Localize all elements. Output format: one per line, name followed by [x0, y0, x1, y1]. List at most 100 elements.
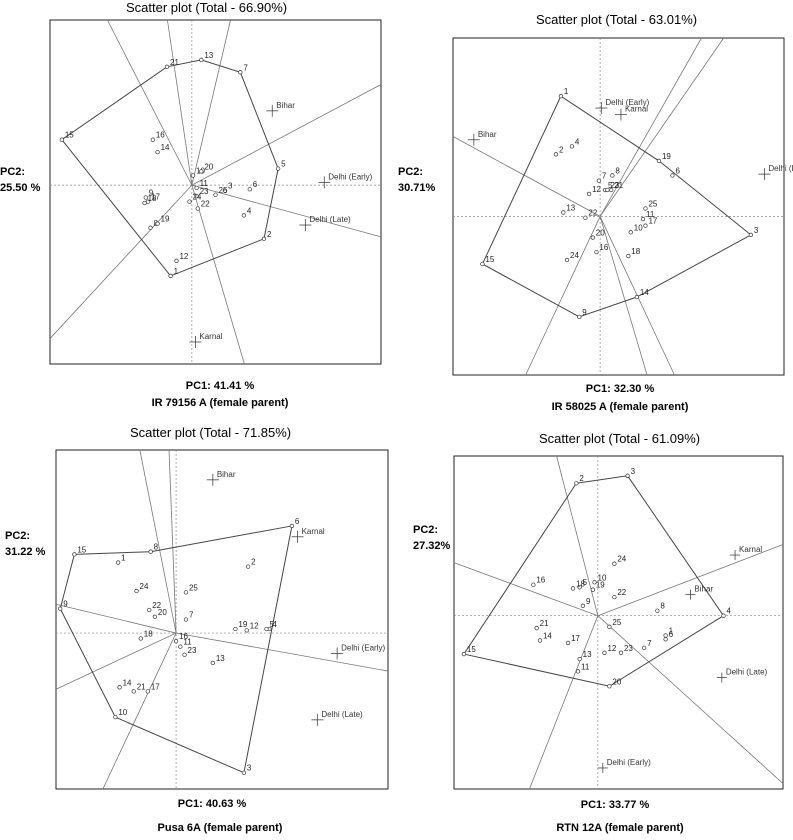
genotype-point	[575, 669, 581, 674]
genotype-label: 4	[247, 206, 252, 215]
genotype-label: 3	[247, 764, 252, 773]
genotype-label: 20	[158, 608, 167, 617]
genotype-label: 11	[183, 638, 192, 647]
genotype-label: 23	[624, 644, 633, 653]
genotype-label: 9	[586, 597, 591, 606]
genotype-label: 18	[148, 194, 157, 203]
genotype-label: 6	[253, 180, 258, 189]
genotype-label: 5	[270, 620, 275, 629]
genotype-label: 21	[540, 619, 549, 628]
genotype-point	[577, 314, 582, 320]
genotype-point	[182, 652, 187, 657]
polygon-hull	[463, 475, 725, 687]
sector-ray	[55, 603, 177, 634]
genotype-point	[602, 650, 607, 655]
genotype-point	[148, 225, 153, 230]
genotype-label: 14	[543, 631, 552, 640]
genotype-label: 11	[646, 210, 655, 219]
genotype-label: 12	[179, 252, 188, 261]
chart-title: Scatter plot (Total - 61.09%)	[539, 431, 701, 446]
genotype-label: 5	[583, 578, 588, 587]
genotype-point	[194, 193, 199, 199]
genotype-point	[641, 645, 647, 651]
genotype-point	[590, 587, 596, 592]
genotype-point	[138, 636, 143, 641]
genotype-point	[233, 626, 238, 632]
genotype-point	[155, 149, 160, 155]
genotype-point	[194, 185, 199, 191]
genotype-point	[173, 639, 179, 644]
genotype-label: 22	[152, 601, 161, 610]
genotype-point	[116, 560, 121, 565]
genotype-point	[607, 684, 612, 689]
genotype-label: 13	[204, 51, 213, 60]
sector-ray	[453, 562, 598, 617]
genotype-label: 22	[588, 209, 597, 218]
genotype-point	[134, 588, 139, 594]
genotype-label: 13	[566, 203, 575, 212]
y-axis-label: PC2: 30.71%	[398, 164, 435, 196]
environment-label: Delhi (Late)	[309, 215, 351, 224]
genotype-point	[199, 57, 204, 63]
genotype-label: 24	[570, 251, 579, 260]
x-axis-label: PC1: 32.30 %	[585, 383, 655, 395]
sector-ray	[167, 19, 193, 186]
genotype-point	[174, 258, 179, 263]
sector-ray	[55, 632, 177, 690]
genotype-label: 3	[754, 226, 759, 235]
genotype-point	[289, 523, 295, 529]
genotype-point	[241, 770, 247, 775]
y-axis-label: PC2: 31.22 %	[5, 528, 45, 560]
genotype-point	[113, 714, 118, 720]
plot-frame	[453, 455, 784, 790]
environment-label: Bihar	[217, 470, 236, 479]
genotype-point	[145, 689, 150, 694]
genotype-label: 22	[617, 588, 626, 597]
genotype-label: 25	[219, 186, 228, 195]
genotype-point	[143, 195, 148, 200]
environment-label: Bihar	[694, 585, 713, 594]
genotype-label: 24	[140, 582, 149, 591]
genotype-label: 10	[118, 708, 127, 717]
y-axis-label-value: 31.22 %	[5, 546, 46, 558]
environment-label: Delhi (Late)	[768, 164, 793, 173]
environment-label: Karnal	[302, 527, 325, 536]
genotype-point	[537, 638, 543, 643]
genotype-point	[59, 137, 64, 142]
environment-label: Delhi (Late)	[321, 710, 363, 719]
genotype-label: 2	[579, 474, 584, 483]
genotype-label: 2	[267, 230, 272, 239]
genotype-point	[590, 235, 595, 240]
genotype-point	[655, 608, 660, 613]
genotype-point	[580, 603, 586, 608]
genotype-point	[150, 137, 155, 142]
sector-ray	[191, 184, 382, 238]
sector-ray	[191, 19, 231, 186]
genotype-label: 22	[201, 200, 210, 209]
genotype-point	[199, 169, 204, 174]
genotype-label: 17	[648, 217, 657, 226]
environment-label: Delhi (Late)	[726, 668, 768, 677]
genotype-label: 5	[281, 160, 286, 169]
genotype-label: 25	[189, 583, 198, 592]
sector-ray	[599, 37, 725, 217]
genotype-point	[117, 685, 122, 690]
genotype-point	[213, 192, 218, 197]
genotype-label: 18	[631, 247, 640, 256]
genotype-label: 23	[200, 187, 209, 196]
y-axis-label-value: 27.32%	[413, 540, 451, 552]
genotype-label: 7	[647, 639, 652, 648]
genotype-label: 1	[174, 267, 179, 276]
genotype-point	[618, 650, 624, 655]
genotype-point	[574, 481, 579, 486]
y-axis-label-value: 25.50 %	[0, 182, 41, 194]
y-axis-label-name: PC2:	[0, 166, 26, 178]
genotype-label: 23	[188, 646, 197, 655]
genotype-point	[640, 216, 646, 222]
genotype-point	[195, 206, 200, 211]
genotype-point	[663, 637, 668, 642]
genotype-point	[241, 213, 247, 218]
sector-ray	[49, 184, 193, 339]
y-axis-label-name: PC2:	[413, 524, 439, 536]
